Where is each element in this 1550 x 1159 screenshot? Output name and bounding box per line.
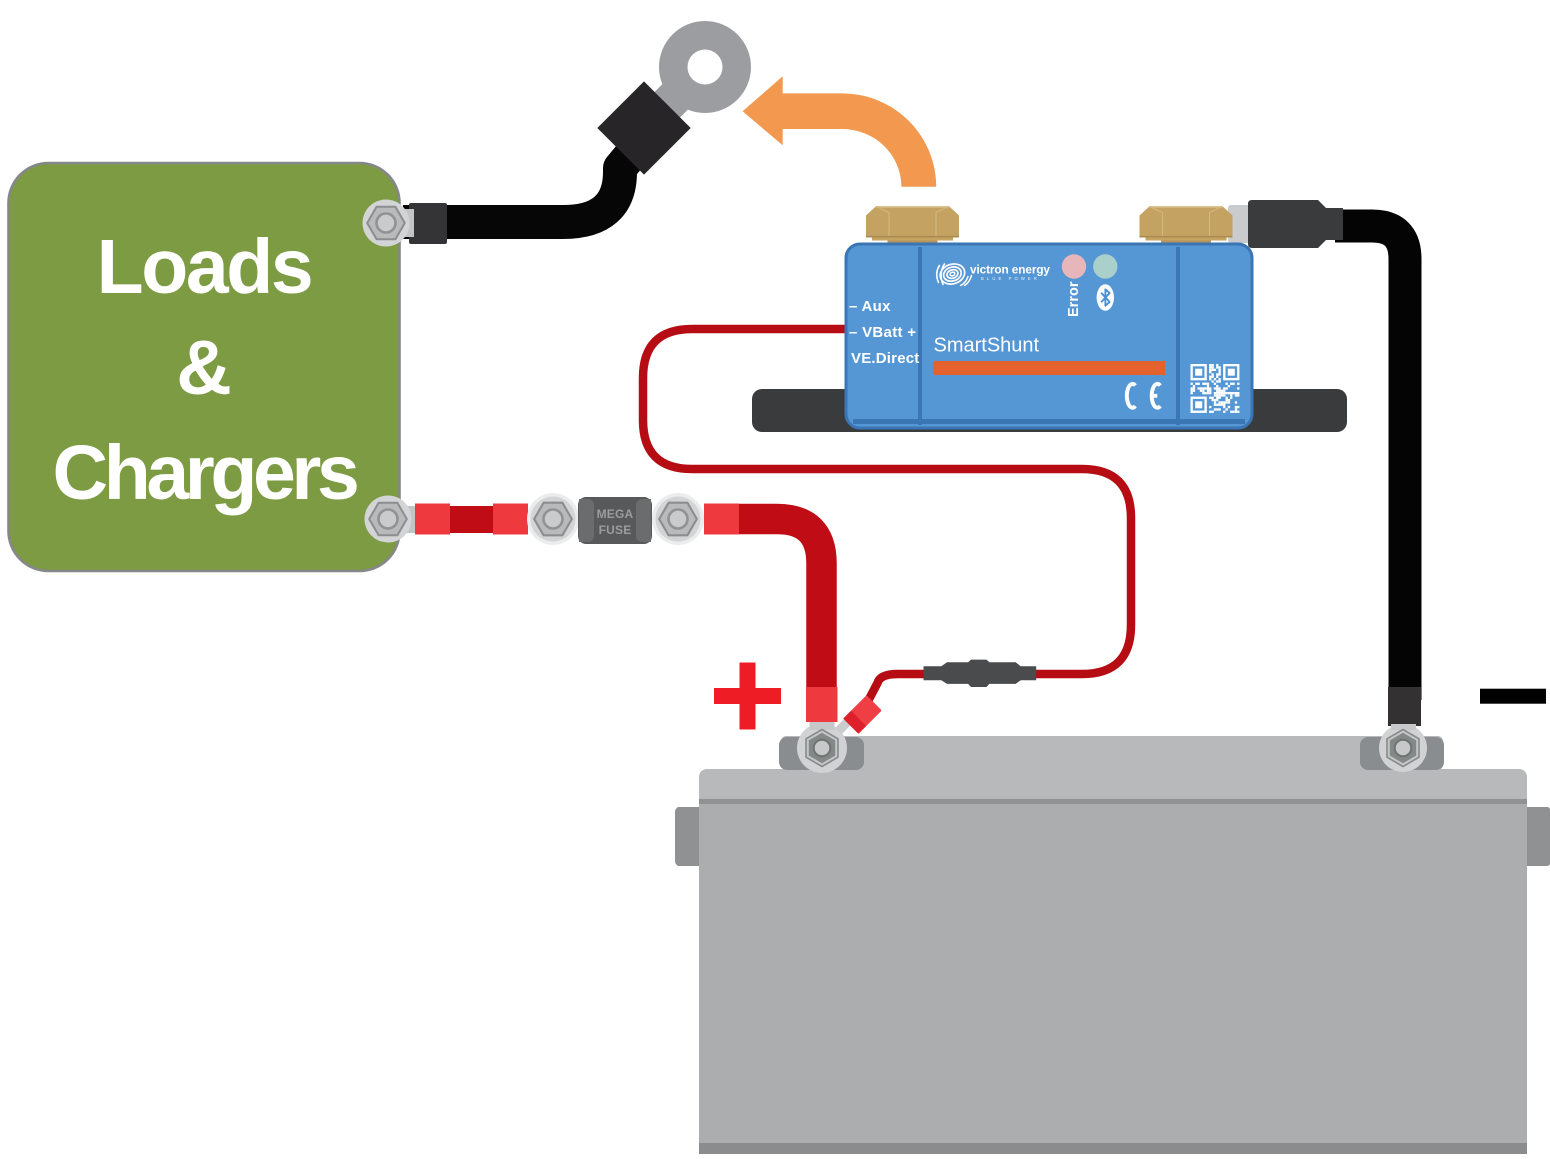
svg-text:Error: Error — [1066, 281, 1082, 317]
svg-text:SmartShunt: SmartShunt — [934, 335, 1040, 357]
svg-text:– Aux: – Aux — [849, 298, 891, 315]
svg-text:BLUE POWER: BLUE POWER — [981, 276, 1040, 281]
svg-text:victron energy: victron energy — [970, 263, 1050, 277]
svg-text:– VBatt +: – VBatt + — [849, 324, 916, 341]
svg-text:VE.Direct: VE.Direct — [851, 350, 920, 367]
svg-text:Chargers: Chargers — [53, 430, 357, 516]
svg-text:Loads: Loads — [97, 224, 312, 310]
svg-text:MEGA: MEGA — [597, 507, 634, 521]
svg-text:&: & — [176, 325, 232, 411]
svg-text:FUSE: FUSE — [599, 523, 632, 537]
